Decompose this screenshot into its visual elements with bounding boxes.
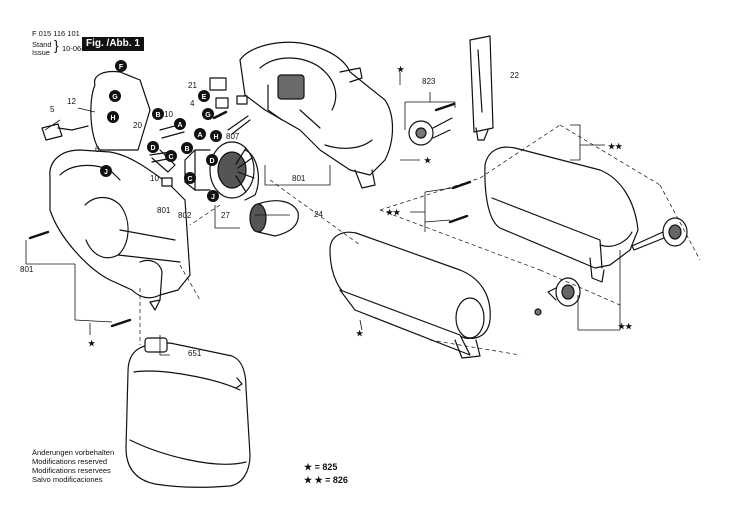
tube-upper (484, 146, 639, 283)
screws (28, 102, 472, 328)
callout-circle (184, 172, 196, 184)
stand-label: Stand (32, 40, 52, 49)
legend-row-826: ★ ★ = 826 (304, 474, 348, 487)
cup-part (249, 200, 299, 237)
callout-circle (207, 190, 219, 202)
header-bracket: } (54, 37, 59, 53)
label-21: 21 (188, 81, 197, 90)
star-double: ★★ (608, 142, 623, 151)
callout-circle (206, 154, 218, 166)
housing-top (239, 41, 394, 189)
housing-left (49, 149, 191, 311)
callout-letter: J (211, 194, 215, 201)
callout-circle (147, 141, 159, 153)
callout-letter: J (104, 169, 108, 176)
label-651: 651 (188, 349, 202, 358)
label-22: 22 (510, 71, 519, 80)
label-6: 6 (95, 145, 100, 154)
star-single: ★ (424, 156, 432, 165)
star-single: ★ (356, 329, 364, 338)
label-801-c: 801 (20, 265, 34, 274)
holder-part (469, 35, 494, 141)
figure-badge: Fig. /Abb. 1 (82, 37, 144, 51)
footer-note: Änderungen vorbehalten (32, 448, 115, 457)
legend-value: = 825 (314, 462, 338, 472)
label-10-a: 10 (164, 110, 173, 119)
label-801-a: 801 (157, 206, 171, 215)
legend-stars: ★ ★ (304, 475, 323, 485)
label-802: 802 (178, 211, 192, 220)
label-823: 823 (422, 77, 436, 86)
label-27: 27 (221, 211, 230, 220)
tube-lower (329, 231, 491, 359)
callout-circle (107, 111, 119, 123)
callout-circle (100, 165, 112, 177)
callout-circle (181, 142, 193, 154)
cable-assembly (41, 70, 151, 151)
callout-circle (210, 130, 222, 142)
callout-letter: E (202, 94, 207, 101)
issue-label: Issue (32, 48, 50, 57)
callout-circle (109, 90, 121, 102)
callout-letter: B (155, 112, 160, 119)
star-markers: ★ ★ ★ ★ ★★ ★★ ★★ (88, 65, 633, 348)
callout-letter: C (168, 154, 173, 161)
callout-circle (202, 108, 214, 120)
footer-note: Modifications reservees (32, 466, 111, 475)
label-12: 12 (67, 97, 76, 106)
assembly-guides (139, 124, 701, 356)
star-double: ★★ (618, 322, 633, 331)
label-5: 5 (50, 105, 55, 114)
callout-circle (194, 128, 206, 140)
callout-letter: A (197, 132, 202, 139)
callout-circle (198, 90, 210, 102)
callout-circle (115, 60, 127, 72)
part-number-labels: 5 12 6 20 10 10 21 4 807 801 801 801 802… (20, 71, 519, 358)
callout-circle (174, 118, 186, 130)
star-single: ★ (88, 339, 96, 348)
callout-circle (165, 150, 177, 162)
callout-letter: F (119, 64, 124, 71)
legend-row-825: ★ = 825 (304, 461, 348, 474)
motor-fan-assembly (184, 141, 259, 201)
label-20: 20 (133, 121, 142, 130)
callout-letter: C (187, 176, 192, 183)
callout-letter: G (112, 94, 118, 101)
legend-stars: ★ (304, 462, 313, 472)
wheel-parts (408, 117, 688, 316)
star-double: ★★ (386, 208, 401, 217)
footer-note: Salvo modificaciones (32, 475, 103, 484)
callout-letter: G (205, 112, 211, 119)
label-24: 24 (314, 210, 323, 219)
footer-notes: Änderungen vorbehalten Modifications res… (32, 448, 114, 484)
callout-letter: H (110, 115, 115, 122)
doc-number: F 015 116 101 (32, 29, 80, 38)
star-single: ★ (397, 65, 405, 74)
callout-letter: H (213, 134, 218, 141)
letter-callouts: F G H J E G B A D C A H B D C J (100, 60, 222, 202)
label-807: 807 (226, 132, 240, 141)
collection-bag (125, 337, 251, 488)
callout-circle (152, 108, 164, 120)
leader-lines (25, 72, 621, 356)
issue-date: 10-06-15 (62, 44, 93, 53)
label-801-b: 801 (292, 174, 306, 183)
callout-letter: D (209, 158, 214, 165)
callout-letter: A (177, 122, 182, 129)
label-10-b: 10 (150, 174, 159, 183)
label-4: 4 (190, 99, 195, 108)
legend-value: = 826 (325, 475, 348, 485)
small-components (149, 77, 251, 187)
star-legend: ★ = 825 ★ ★ = 826 (304, 461, 348, 487)
footer-note: Modifications reserved (32, 457, 108, 466)
callout-letter: D (150, 145, 155, 152)
callout-letter: B (184, 146, 189, 153)
